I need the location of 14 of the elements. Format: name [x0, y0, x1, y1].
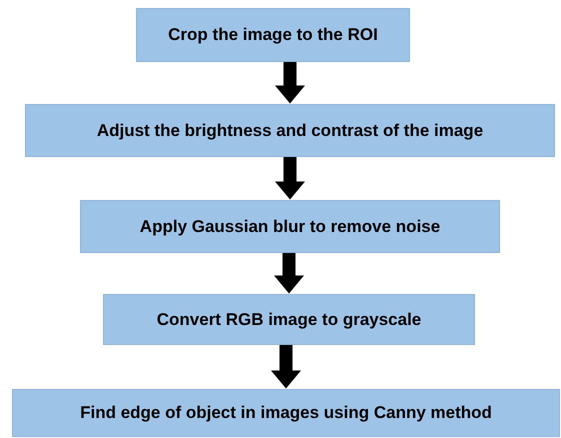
step-text: Find edge of object in images using Canny method [80, 403, 492, 423]
arrow [275, 62, 305, 104]
arrow [271, 345, 301, 388]
process-box [25, 104, 555, 157]
arrow [275, 157, 305, 200]
step-text: Apply Gaussian blur to remove noise [140, 216, 440, 236]
arrow [274, 253, 304, 294]
step-text: Crop the image to the ROI [168, 25, 378, 45]
process-box [12, 389, 560, 437]
process-box [136, 8, 410, 62]
step-text: Adjust the brightness and contrast of the image [96, 120, 484, 140]
process-box [80, 200, 500, 253]
step-text: Convert RGB image to grayscale [156, 310, 422, 330]
process-box [103, 294, 475, 345]
